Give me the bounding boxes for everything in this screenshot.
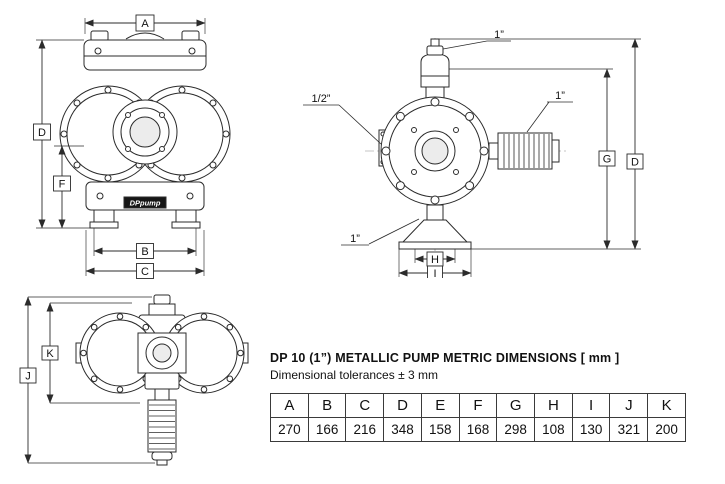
dim-j: J <box>19 296 155 464</box>
pump-front-view: DPpump A D F <box>33 14 231 279</box>
dim-a-label: A <box>141 18 149 30</box>
dim-a: A <box>84 14 206 34</box>
side-port-size: 1/2” <box>312 93 331 105</box>
dim-k: K <box>41 302 140 404</box>
drawing-title: DP 10 (1”) METALLIC PUMP METRIC DIMENSIO… <box>270 351 620 365</box>
callout-top-port: 1” <box>442 29 511 50</box>
dim-d-side-label: D <box>631 157 639 169</box>
dim-value-J: 321 <box>609 417 649 442</box>
dim-header-C: C <box>345 393 385 418</box>
dim-value-D: 348 <box>383 417 422 442</box>
info-block: DP 10 (1”) METALLIC PUMP METRIC DIMENSIO… <box>270 351 686 442</box>
callout-muffler-port: 1” <box>526 90 573 133</box>
bottom-port-size: 1” <box>350 233 360 245</box>
dim-header-B: B <box>307 393 347 418</box>
dim-b-label: B <box>141 246 148 258</box>
dim-h-label: H <box>431 254 439 266</box>
muffler-port-size: 1” <box>555 90 565 102</box>
dim-value-H: 108 <box>534 417 573 442</box>
dim-header-A: A <box>270 393 309 418</box>
dim-value-I: 130 <box>571 417 611 442</box>
dim-g-label: G <box>603 154 612 166</box>
pump-top-view: K J <box>19 294 249 466</box>
dim-value-A: 270 <box>270 417 309 442</box>
top-port-size: 1” <box>494 29 504 41</box>
dim-value-E: 158 <box>420 417 460 442</box>
dim-d-front-label: D <box>38 127 46 139</box>
dim-header-D: D <box>383 393 422 418</box>
dim-header-K: K <box>647 393 686 418</box>
dim-j-label: J <box>25 371 31 383</box>
brand-label: DPpump <box>130 199 161 208</box>
table-header-row: A B C D E F G H I J K <box>270 393 686 418</box>
dim-value-K: 200 <box>647 417 686 442</box>
dim-i: I <box>398 249 472 278</box>
top-port <box>420 38 450 101</box>
dim-i-label: I <box>433 268 436 278</box>
dim-c: C <box>85 230 205 279</box>
dim-g: G <box>449 68 641 250</box>
dim-header-H: H <box>534 393 573 418</box>
muffler <box>488 132 560 170</box>
dim-header-E: E <box>420 393 460 418</box>
tolerance-note: Dimensional tolerances ± 3 mm <box>270 368 438 382</box>
pump-front-body: DPpump <box>59 30 231 229</box>
dim-c-label: C <box>141 266 149 278</box>
dim-b: B <box>93 228 197 259</box>
pump-side-body <box>380 96 490 206</box>
dim-header-J: J <box>609 393 649 418</box>
dim-d-side: D <box>439 38 644 250</box>
dim-f-label: F <box>59 179 66 191</box>
dim-value-B: 166 <box>307 417 347 442</box>
pump-side-view: 1” 1/2” 1” 1” H <box>303 29 644 278</box>
callout-bottom-port: 1” <box>341 218 420 246</box>
pump-top-body <box>75 294 249 466</box>
dim-k-label: K <box>46 348 54 360</box>
bottom-port-foot <box>398 204 472 250</box>
dim-value-G: 298 <box>496 417 536 442</box>
dim-header-F: F <box>458 393 498 418</box>
dim-header-I: I <box>571 393 611 418</box>
callout-side-port: 1/2” <box>303 93 382 145</box>
dim-value-C: 216 <box>345 417 385 442</box>
dim-f: F <box>53 145 84 229</box>
dim-header-G: G <box>496 393 536 418</box>
dim-value-F: 168 <box>458 417 498 442</box>
table-value-row: 270 166 216 348 158 168 298 108 130 321 … <box>270 417 686 442</box>
dimensions-table: A B C D E F G H I J K 270 166 216 348 <box>270 393 686 442</box>
dim-h: H <box>414 249 456 267</box>
